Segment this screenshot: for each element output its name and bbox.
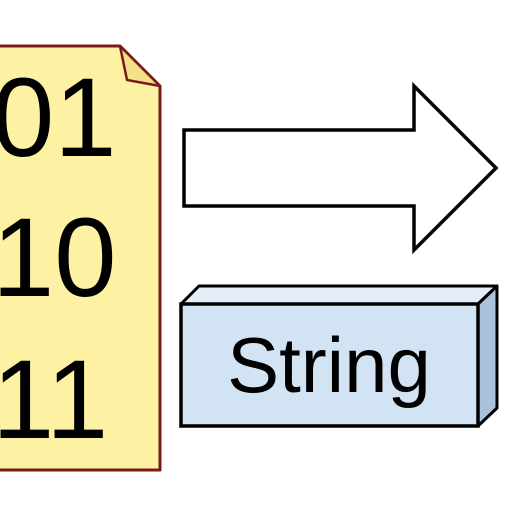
binary-line-2: 10 — [0, 195, 117, 320]
block-front-face — [179, 302, 480, 428]
binary-line-1: 01 — [0, 55, 117, 180]
document-fold — [118, 44, 162, 88]
block-top-face — [179, 284, 499, 306]
string-block-icon: String — [179, 284, 499, 428]
string-label: String — [227, 321, 431, 409]
block-side-face — [476, 284, 499, 428]
binary-file-icon: 01 10 11 — [0, 44, 162, 472]
binary-line-3: 11 — [0, 337, 108, 462]
document-page — [0, 44, 162, 472]
right-arrow-icon — [182, 81, 499, 255]
arrow-shape — [182, 81, 499, 255]
